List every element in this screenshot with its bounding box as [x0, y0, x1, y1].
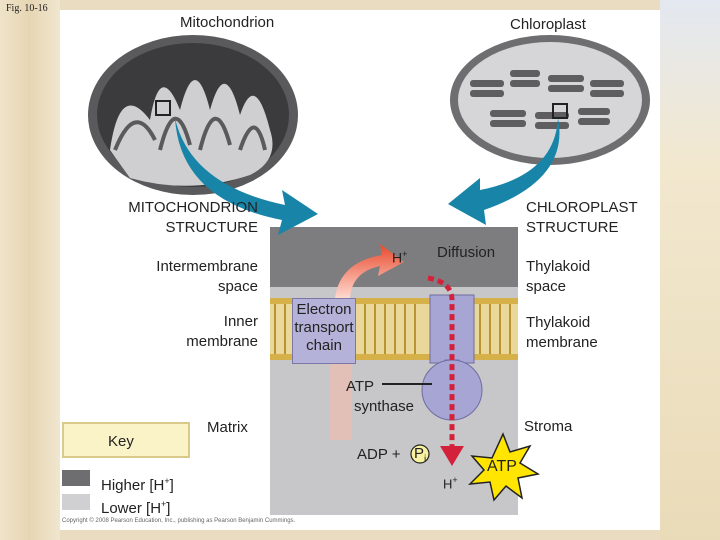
- mito-zoom-arrow: [175, 118, 318, 235]
- background-left-strip: [0, 0, 60, 540]
- mito-structure-line2: STRUCTURE: [165, 219, 259, 236]
- mitochondrion-title: Mitochondrion: [180, 14, 275, 31]
- key-lower-close: ]: [166, 500, 171, 517]
- background-right-strip: [660, 0, 720, 540]
- key-lower-text: Lower [H: [101, 500, 162, 517]
- matrix-label: Matrix: [207, 419, 248, 436]
- chloroplast-illustration: [450, 35, 650, 165]
- mito-structure-label: MITOCHONDRION STRUCTURE: [100, 198, 258, 238]
- higher-swatch: [62, 470, 90, 486]
- diffusion-arrow: [427, 275, 455, 448]
- key-higher-sup: +: [164, 476, 170, 486]
- thylakoid-membrane-line2: membrane: [526, 334, 598, 351]
- atp-synthase-label: ATP synthase: [346, 377, 422, 417]
- etc-line2: transport: [294, 319, 354, 336]
- adp-label: ADP +: [357, 446, 401, 463]
- thylakoid-space-line1: Thylakoid: [526, 258, 591, 275]
- inner-line1: Inner: [223, 313, 258, 330]
- intermembrane-line1: Intermembrane: [156, 258, 258, 275]
- lower-swatch: [62, 494, 90, 510]
- h-plus-bottom-label: H+: [443, 470, 458, 494]
- stroma-label: Stroma: [524, 418, 573, 435]
- diffusion-arrowhead: [440, 446, 464, 466]
- atp-synthase-line1: ATP: [346, 378, 375, 395]
- key-higher-close: ]: [169, 477, 174, 494]
- mito-structure-line1: MITOCHONDRION: [128, 199, 258, 216]
- thylakoid-membrane-label: Thylakoid membrane: [526, 313, 598, 353]
- etc-line1: Electron: [296, 301, 352, 318]
- proton-pump-arrow: [335, 244, 404, 298]
- key-title: Key: [108, 433, 134, 450]
- atp-synthase-line2: synthase: [353, 398, 415, 415]
- intermembrane-line2: space: [217, 278, 258, 295]
- chloro-structure-line1: CHLOROPLAST: [526, 199, 638, 216]
- thylakoid-membrane-line1: Thylakoid: [526, 314, 591, 331]
- atp-burst: [467, 432, 541, 502]
- pi-label: Pi: [414, 444, 426, 470]
- key-lower-sup: +: [161, 499, 167, 509]
- figure-label: Fig. 10-16: [6, 3, 48, 14]
- key-higher-label: Higher [H+]: [101, 471, 174, 496]
- key-lower-label: Lower [H+]: [101, 494, 170, 519]
- h-plus-bottom-text: H: [443, 476, 453, 492]
- intermembrane-label: Intermembrane space: [100, 257, 258, 297]
- key-higher-text: Higher [H: [101, 477, 165, 494]
- h-plus-top-text: H: [392, 249, 403, 266]
- h-plus-top-sup: +: [402, 249, 408, 259]
- chloro-structure-line2: STRUCTURE: [526, 219, 619, 236]
- inner-line2: membrane: [186, 333, 258, 350]
- pi-text: P: [414, 445, 425, 462]
- thylakoid-space-line2: space: [526, 278, 567, 295]
- mitochondrion-illustration: [88, 35, 298, 195]
- chloroplast-title: Chloroplast: [510, 16, 586, 33]
- pi-circle: [410, 444, 430, 464]
- atp-label: ATP: [487, 458, 517, 475]
- copyright-notice: Copyright © 2008 Pearson Education, Inc.…: [62, 518, 296, 524]
- thylakoid-space-label: Thylakoid space: [526, 257, 590, 297]
- h-plus-bottom-sup: +: [452, 475, 458, 485]
- h-plus-top-label: H+: [392, 244, 407, 268]
- electron-transport-chain-box: Electron transport chain: [292, 298, 356, 364]
- chloro-zoom-arrow: [448, 118, 560, 225]
- pi-sub: i: [424, 454, 427, 465]
- inner-membrane-label: Inner membrane: [100, 312, 258, 352]
- etc-line3: chain: [306, 337, 342, 354]
- chloro-structure-label: CHLOROPLAST STRUCTURE: [526, 198, 638, 238]
- key-box: Key: [62, 422, 190, 458]
- diffusion-label: Diffusion: [437, 244, 496, 261]
